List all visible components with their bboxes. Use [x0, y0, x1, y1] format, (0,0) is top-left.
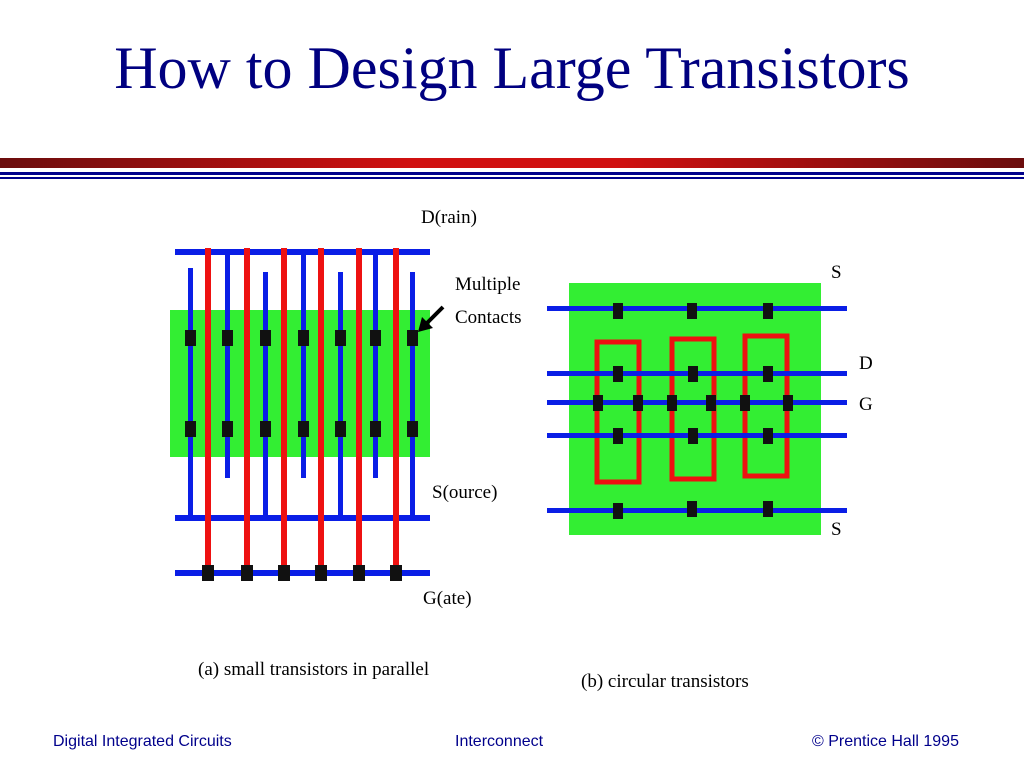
contact [763, 501, 773, 517]
gate-rail [547, 400, 847, 405]
metal-finger-drain [225, 252, 230, 478]
metal-finger-source [188, 268, 193, 518]
contact [688, 366, 698, 382]
caption-a: (a) small transistors in parallel [198, 659, 430, 680]
footer-left: Digital Integrated Circuits [53, 733, 232, 750]
contact [222, 421, 233, 437]
metal-finger-source [410, 272, 415, 518]
contact [185, 421, 196, 437]
poly-gate [318, 248, 324, 574]
contact [763, 428, 773, 444]
gate-bus [175, 570, 430, 576]
gate-label: G(ate) [423, 588, 472, 609]
contacts-arrowhead [418, 317, 433, 332]
gate-contact [315, 565, 327, 581]
gate-contact [633, 395, 643, 411]
contacts-label-line1: Multiple [455, 274, 521, 295]
title-rule-red [0, 158, 1024, 168]
contact [335, 421, 346, 437]
page-title: How to Design Large Transistors [114, 35, 910, 101]
contact [407, 421, 418, 437]
s-bottom-label: S [831, 519, 842, 540]
gate-contact [390, 565, 402, 581]
drain-label: D(rain) [421, 207, 477, 228]
gate-contact [353, 565, 365, 581]
metal-finger-source [338, 272, 343, 518]
contact [298, 330, 309, 346]
metal-finger-source [263, 272, 268, 518]
poly-ring [594, 339, 642, 485]
contact [407, 330, 418, 346]
contact [185, 330, 196, 346]
contact [260, 421, 271, 437]
contact [222, 330, 233, 346]
poly-gate [393, 248, 399, 574]
footer-right: © Prentice Hall 1995 [812, 733, 959, 750]
poly-gate [205, 248, 211, 574]
gate-contact [706, 395, 716, 411]
diagram-b-circular-transistors [547, 283, 847, 535]
d-label: D [859, 353, 873, 374]
contacts-arrow [423, 305, 445, 327]
footer-center: Interconnect [455, 733, 544, 750]
contact [763, 303, 773, 319]
gate-contact [667, 395, 677, 411]
diagram-a-parallel-transistors [170, 248, 445, 581]
contact [335, 330, 346, 346]
contact [763, 366, 773, 382]
title-rule-blue-thin [0, 177, 1024, 179]
gate-contact [241, 565, 253, 581]
metal-finger-drain [373, 252, 378, 478]
gate-contact [278, 565, 290, 581]
caption-b: (b) circular transistors [581, 671, 749, 692]
contact [613, 303, 623, 319]
metal-finger-drain [301, 252, 306, 478]
contact [613, 503, 623, 519]
contact [298, 421, 309, 437]
contact [613, 428, 623, 444]
contact [688, 428, 698, 444]
g-label: G [859, 394, 873, 415]
s-top-label: S [831, 262, 842, 283]
contact [687, 303, 697, 319]
contacts-label-line2: Contacts [455, 307, 522, 328]
contact [370, 330, 381, 346]
contact [613, 366, 623, 382]
source-bus [175, 515, 430, 521]
poly-gate [281, 248, 287, 574]
gate-contact [593, 395, 603, 411]
source-label: S(ource) [432, 482, 498, 503]
title-rule-blue [0, 172, 1024, 175]
gate-contact [202, 565, 214, 581]
diffusion-region-b [569, 283, 821, 535]
poly-gate [244, 248, 250, 574]
gate-contact [783, 395, 793, 411]
gate-contact [740, 395, 750, 411]
poly-gate [356, 248, 362, 574]
contact [260, 330, 271, 346]
contact [370, 421, 381, 437]
contact [687, 501, 697, 517]
